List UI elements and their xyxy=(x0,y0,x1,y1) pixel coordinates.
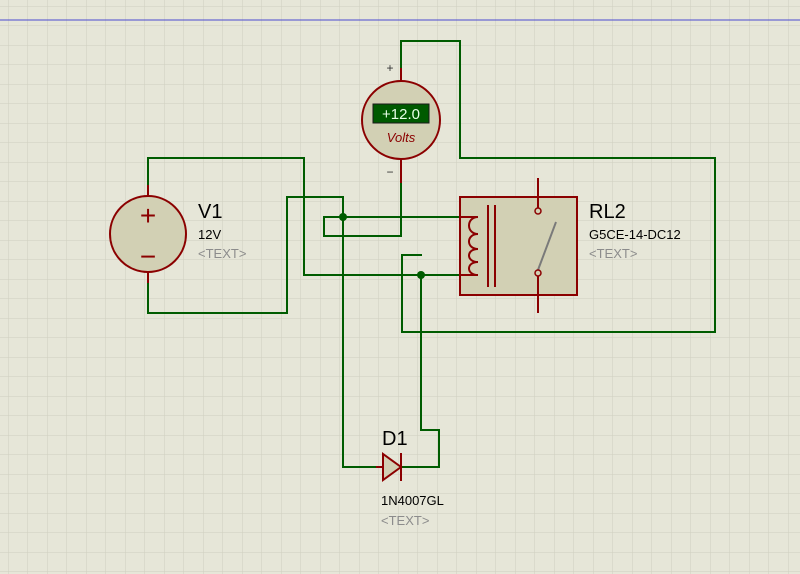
wire-diode-cathode[interactable] xyxy=(400,274,440,468)
relay-text-placeholder: <TEXT> xyxy=(589,246,637,261)
wire-diode-anode[interactable] xyxy=(342,216,382,468)
voltmeter-plus-terminal: + xyxy=(386,61,393,75)
relay-contact-terminal xyxy=(534,269,542,277)
diode-d1[interactable]: D1 1N4007GL <TEXT> xyxy=(376,428,444,528)
v1-value-label: 12V xyxy=(198,227,221,242)
wires xyxy=(147,40,716,468)
relay-rl2[interactable]: RL2 G5CE-14-DC12 <TEXT> xyxy=(459,178,681,313)
v1-reference-label: V1 xyxy=(198,201,222,223)
relay-body xyxy=(459,196,578,296)
v1-plus-symbol: + xyxy=(140,200,156,231)
diode-value-label: 1N4007GL xyxy=(381,493,444,508)
relay-value-label: G5CE-14-DC12 xyxy=(589,227,681,242)
wire-voltmeter-negative[interactable] xyxy=(323,182,461,237)
v1-minus-symbol: − xyxy=(140,241,156,272)
wire-v1-negative[interactable] xyxy=(147,196,344,314)
relay-reference-label: RL2 xyxy=(589,201,626,223)
relay-contact-terminal xyxy=(534,207,542,215)
diode-triangle xyxy=(382,452,403,482)
voltmeter[interactable]: + − +12.0 Volts xyxy=(361,61,441,183)
junction-dot xyxy=(339,213,347,221)
diode-text-placeholder: <TEXT> xyxy=(381,513,429,528)
v1-text-placeholder: <TEXT> xyxy=(198,246,246,261)
v1-body xyxy=(109,195,187,273)
diode-reference-label: D1 xyxy=(382,428,408,450)
relay-coil xyxy=(468,216,479,276)
voltmeter-unit-label: Volts xyxy=(387,130,416,145)
wire-voltmeter-positive[interactable] xyxy=(400,40,716,333)
voltmeter-display xyxy=(372,103,430,124)
relay-switch-arm xyxy=(537,221,557,271)
voltmeter-reading: +12.0 xyxy=(382,106,420,123)
voltage-source-v1[interactable]: + − V1 12V <TEXT> xyxy=(109,185,246,283)
junction-dot xyxy=(417,271,425,279)
voltmeter-minus-terminal: − xyxy=(386,165,393,179)
